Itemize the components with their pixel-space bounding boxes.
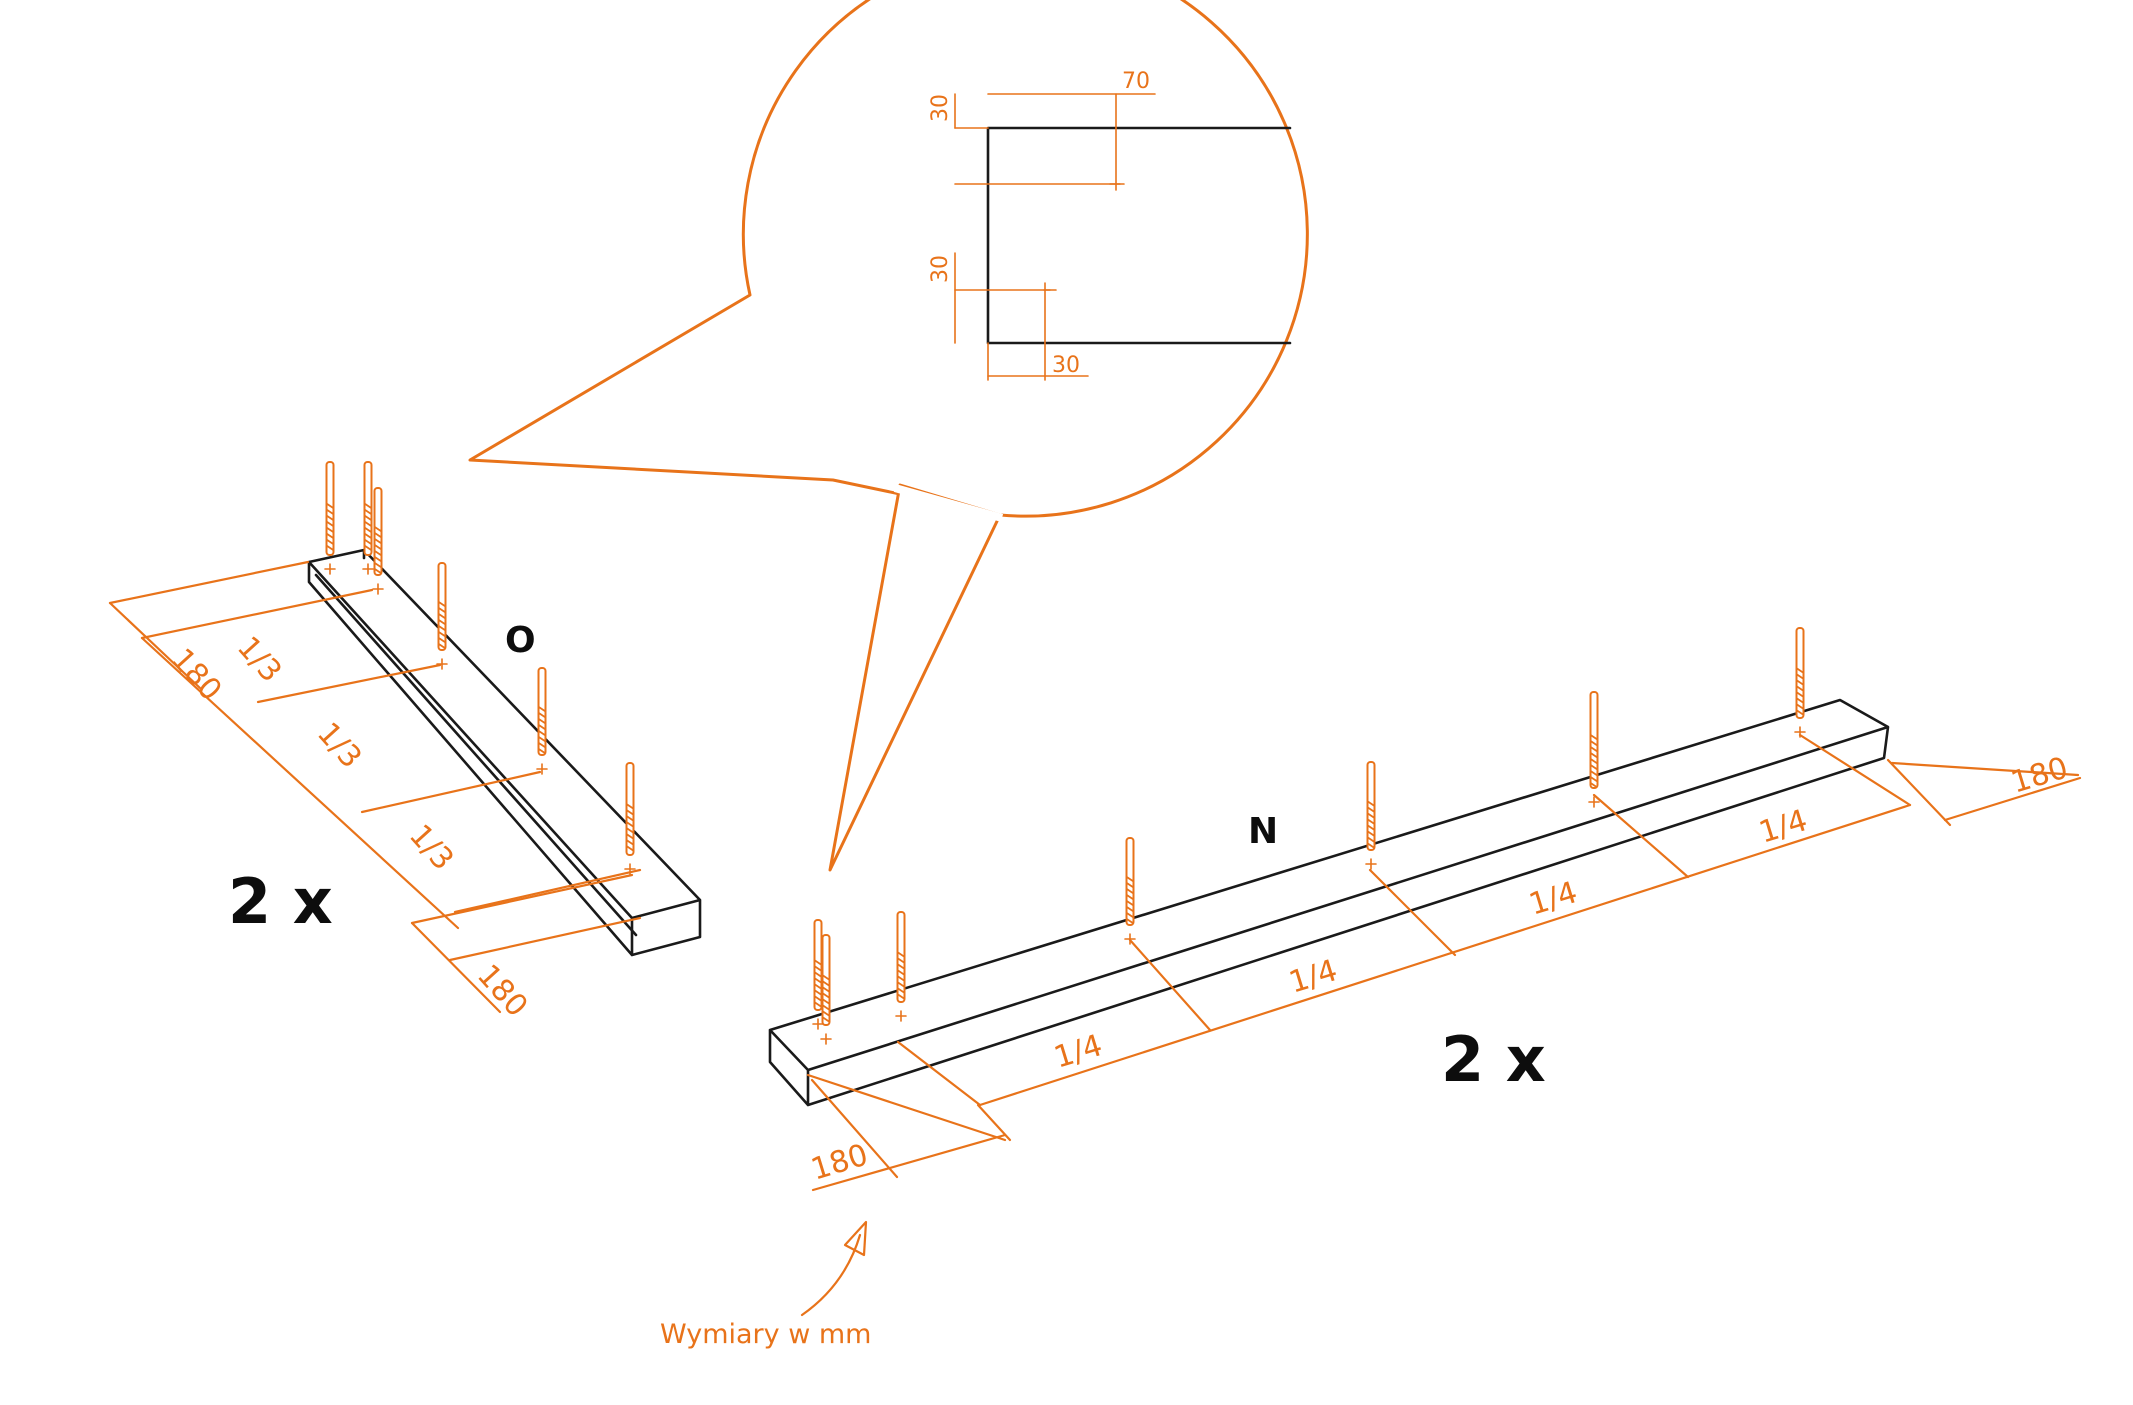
long-beam-dimensions: [806, 733, 2082, 1192]
short-beam-quantity: 2 x: [228, 865, 333, 938]
short-beam-offset-top: 180: [164, 642, 228, 708]
detail-callout: 30 70 30 30: [468, 0, 1309, 872]
long-beam-segment-2: 1/4: [1285, 953, 1341, 1001]
detail-top-hole-label: 70: [1122, 69, 1150, 94]
curved-arrow-icon: [800, 1233, 862, 1317]
short-beam-offset-bottom: 180: [470, 958, 534, 1024]
short-beam-segment-2: 1/3: [310, 716, 368, 775]
detail-board-outline: [986, 126, 1292, 345]
long-beam-segment-4: 1/4: [1755, 803, 1811, 851]
short-beam-label: O: [505, 620, 536, 661]
callout-bubble: [468, 0, 1309, 518]
long-beam-quantity: 2 x: [1441, 1023, 1546, 1096]
units-note-text: Wymiary w mm: [660, 1319, 871, 1350]
drill-bits: [324, 461, 1806, 1045]
drill-bit-icon: [1588, 691, 1600, 808]
detail-dimensions: [954, 93, 1156, 381]
drill-bit-icon: [1794, 627, 1806, 738]
long-beam: 180 1/4 1/4 1/4 1/4 180 N 2 x: [768, 698, 2082, 1192]
short-beam-dimensions: [108, 560, 642, 1014]
short-beam-segment-1: 1/3: [230, 630, 288, 689]
drill-bit-icon: [624, 762, 636, 875]
short-beam-outline: [307, 548, 702, 957]
long-beam-label: N: [1248, 811, 1278, 852]
long-beam-segment-1: 1/4: [1050, 1028, 1106, 1076]
drill-bit-icon: [372, 487, 384, 595]
detail-bottom-hole-label: 30: [1052, 353, 1080, 378]
drill-bit-icon: [820, 934, 832, 1045]
drill-bit-icon: [324, 461, 336, 575]
drill-bit-icon: [1124, 837, 1136, 945]
long-beam-segment-3: 1/4: [1525, 875, 1581, 923]
drill-bit-icon: [1365, 761, 1377, 870]
units-note: Wymiary w mm: [660, 1220, 871, 1350]
long-beam-outline: [768, 698, 1890, 1107]
short-beam: 180 1/3 1/3 1/3 180 O 2 x: [108, 548, 702, 1024]
long-beam-offset-left: 180: [807, 1137, 872, 1187]
callout-tail: [828, 483, 1002, 872]
detail-top-edge-label: 30: [928, 94, 953, 122]
drill-bit-icon: [895, 911, 907, 1022]
drill-bit-icon: [436, 562, 448, 670]
drill-bit-icon: [362, 461, 374, 575]
drill-bit-icon: [536, 667, 548, 775]
long-beam-offset-right: 180: [2007, 750, 2072, 800]
detail-bottom-edge-label: 30: [928, 255, 953, 283]
short-beam-segment-3: 1/3: [402, 818, 460, 877]
